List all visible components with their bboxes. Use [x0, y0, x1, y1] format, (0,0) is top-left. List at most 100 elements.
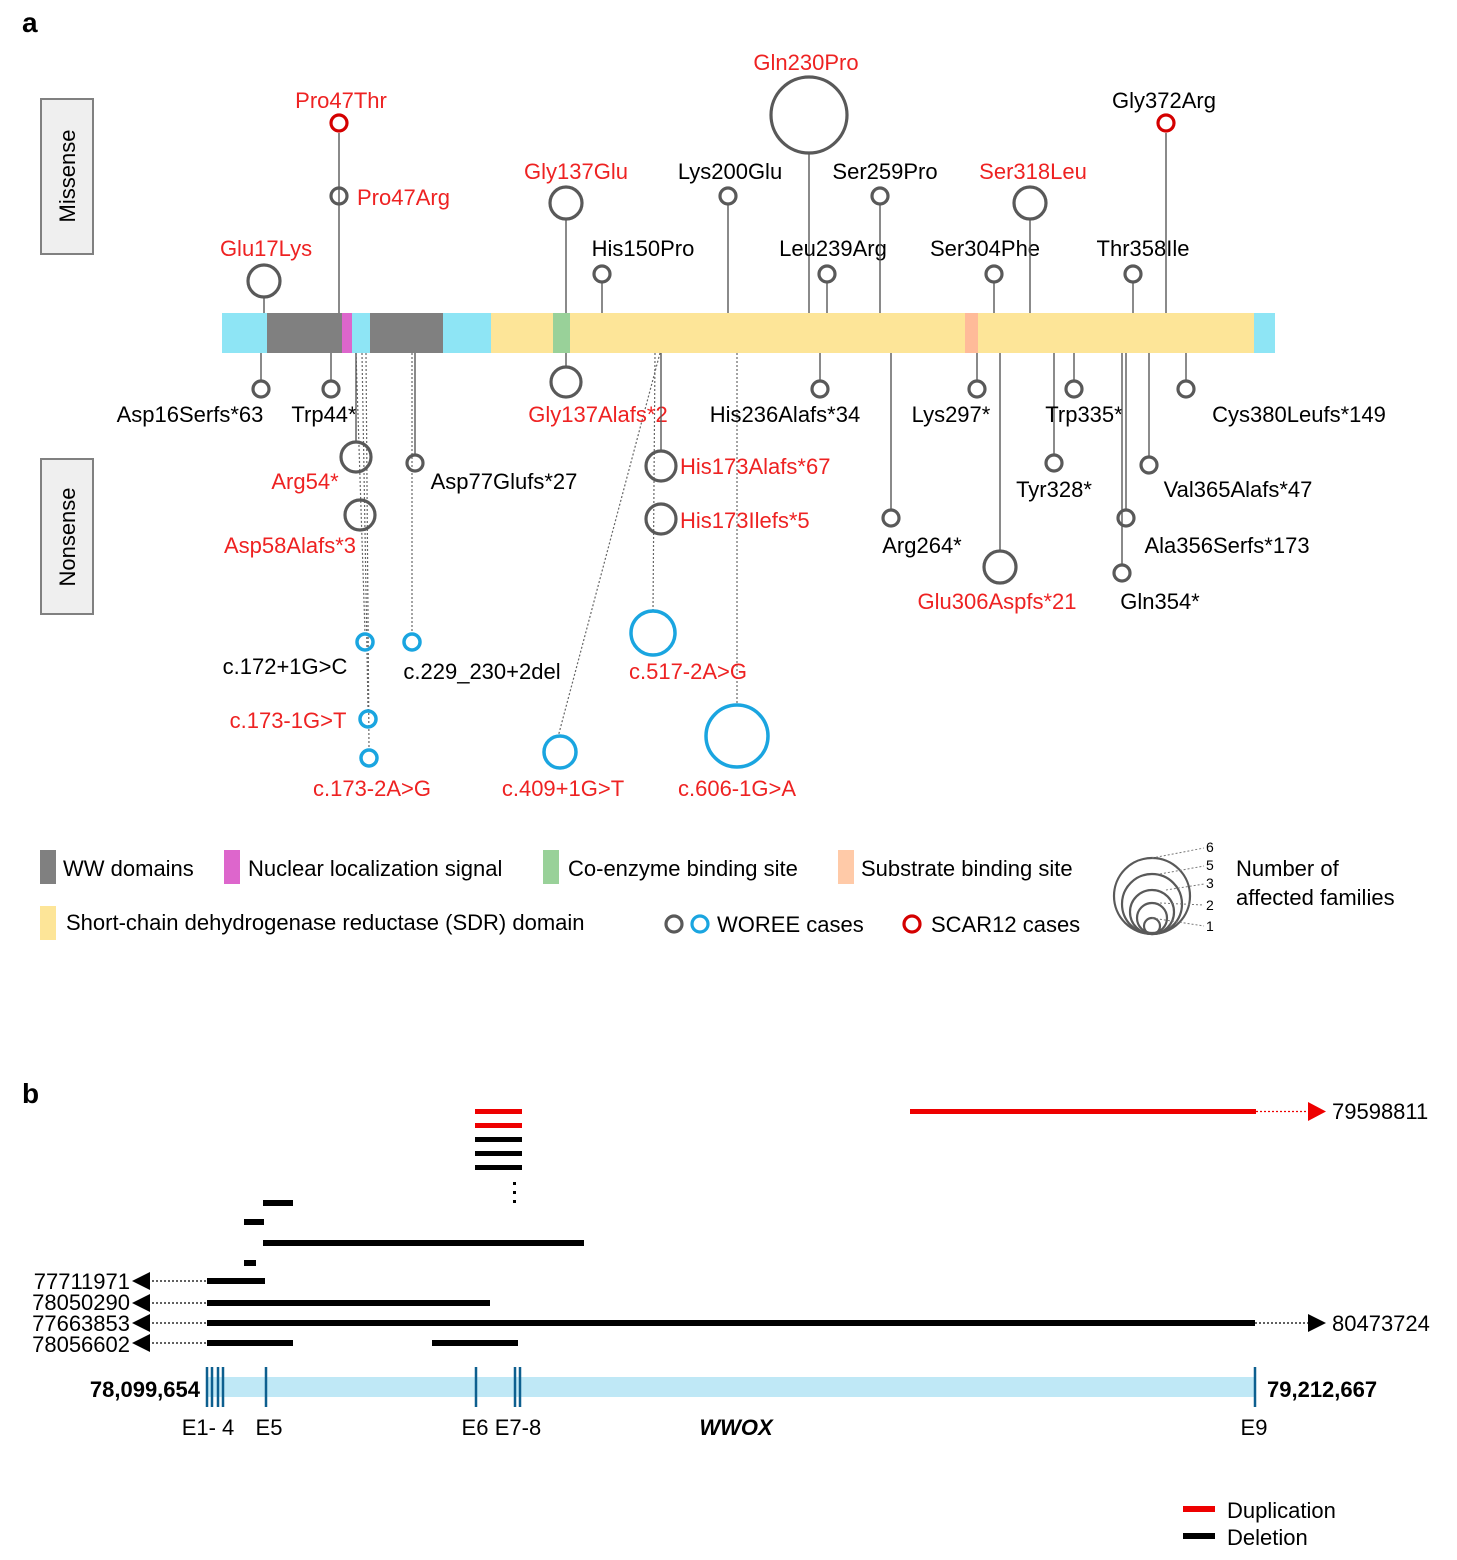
svg-text:Lys297*: Lys297* [912, 402, 991, 427]
deletion-bar [432, 1340, 518, 1346]
svg-text:Gln230Pro: Gln230Pro [753, 50, 858, 75]
left-breakpoint-3: 77663853 [32, 1311, 130, 1336]
lollipop-gln230pro: Gln230Pro [753, 50, 859, 313]
exon-label-e9: E9 [1241, 1415, 1268, 1440]
legend-label-sdr: Short-chain dehydrogenase reductase (SDR… [66, 910, 585, 935]
deletion-dot [513, 1200, 516, 1203]
deletion-dot [513, 1182, 516, 1185]
exon-marks [205, 1367, 1257, 1407]
lollipop-asp77glufs27: Asp77Glufs*27 [405, 353, 578, 494]
lollipop-trp335: Trp335* [1045, 353, 1123, 427]
svg-text:His236Alafs*34: His236Alafs*34 [710, 402, 860, 427]
lollipop-trp44: Trp44* [291, 353, 357, 427]
svg-text:Leu239Arg: Leu239Arg [779, 236, 887, 261]
splice-c173-2a-g: c.173-2A>G [313, 748, 431, 801]
lollipop-lys297: Lys297* [912, 353, 991, 427]
legend-label-coenzyme: Co-enzyme binding site [568, 856, 798, 881]
gene-end-coord: 79,212,667 [1267, 1377, 1377, 1402]
lollipop-glu17lys: Glu17Lys [220, 236, 312, 313]
svg-text:Ser318Leu: Ser318Leu [979, 159, 1087, 184]
exon-label-e7-8: E7-8 [495, 1415, 541, 1440]
svg-text:Arg54*: Arg54* [271, 469, 339, 494]
deletion-bar [244, 1260, 256, 1266]
lollipop-his173alafs67: His173Alafs*67 [644, 353, 830, 483]
size-3: 3 [1206, 875, 1214, 891]
lollipop-gln354: Gln354* [1112, 353, 1200, 614]
svg-text:Cys380Leufs*149: Cys380Leufs*149 [1212, 402, 1386, 427]
legend-label-deletion: Deletion [1227, 1525, 1308, 1550]
lollipop-gly372arg: Gly372Arg [1112, 88, 1216, 313]
lollipop-arg54: Arg54* [271, 353, 373, 494]
svg-text:Lys200Glu: Lys200Glu [678, 159, 782, 184]
deletion-bar [263, 1240, 584, 1246]
missense-lollipops: Pro47Thr Pro47Arg Glu17Lys Gly137Glu His… [220, 50, 1216, 313]
lollipop-ser259pro: Ser259Pro [832, 159, 938, 313]
coenzyme-site [553, 313, 570, 353]
legend-a: WW domains Nuclear localization signal C… [40, 839, 1395, 940]
right-breakpoint-del: 80473724 [1332, 1311, 1430, 1336]
legend-size-key: 6 5 3 2 1 [1112, 839, 1214, 936]
legend-swatch-nls [224, 850, 240, 884]
legend-woree-grey-circle [664, 914, 684, 934]
lollipop-ser318leu: Ser318Leu [979, 159, 1087, 313]
svg-text:Thr358Ile: Thr358Ile [1097, 236, 1190, 261]
exon-label-e6: E6 [462, 1415, 489, 1440]
protein-domain-bar [222, 313, 1275, 353]
svg-text:Asp77Glufs*27: Asp77Glufs*27 [431, 469, 578, 494]
lollipop-thr358ile: Thr358Ile [1097, 236, 1190, 313]
legend-label-woree: WOREE cases [717, 912, 864, 937]
panel-a: a Missense Nonsense [22, 7, 1395, 940]
svg-text:Glu17Lys: Glu17Lys [220, 236, 312, 261]
svg-text:Tyr328*: Tyr328* [1016, 477, 1092, 502]
missense-label: Missense [55, 130, 80, 223]
splice-c229-230del: c.229_230+2del [402, 632, 561, 684]
missense-box: Missense [40, 98, 94, 255]
substrate-site [965, 313, 978, 353]
legend-scar12-circle [902, 914, 922, 934]
deletion-bar [475, 1137, 522, 1142]
svg-text:His173Alafs*67: His173Alafs*67 [680, 454, 830, 479]
splice-c173-1g-t: c.173-1G>T [230, 708, 378, 733]
svg-text:c.517-2A>G: c.517-2A>G [629, 659, 747, 684]
svg-text:Gly137Glu: Gly137Glu [524, 159, 628, 184]
svg-text:Arg264*: Arg264* [882, 533, 962, 558]
svg-text:His173Ilefs*5: His173Ilefs*5 [680, 508, 810, 533]
deletion-bar [207, 1340, 293, 1346]
lollipop-gly137glu: Gly137Glu [524, 159, 628, 313]
splice-c606-1g-a: c.606-1G>A [678, 703, 796, 801]
legend-label-nls: Nuclear localization signal [248, 856, 502, 881]
size-6: 6 [1206, 839, 1214, 855]
nonsense-box: Nonsense [40, 458, 94, 615]
legend-label-duplication: Duplication [1227, 1498, 1336, 1523]
legend-swatch-deletion [1183, 1533, 1215, 1539]
left-arrow [132, 1334, 150, 1352]
ww-domain-1 [267, 313, 342, 353]
svg-text:Trp44*: Trp44* [291, 402, 357, 427]
lollipop-val365alafs47: Val365Alafs*47 [1139, 353, 1312, 502]
svg-text:Trp335*: Trp335* [1045, 402, 1123, 427]
deletion-bar [475, 1151, 522, 1156]
gene-body [206, 1377, 1256, 1397]
gene-start-coord: 78,099,654 [90, 1377, 201, 1402]
right-breakpoint-dup: 79598811 [1332, 1099, 1428, 1124]
deletion-bar [207, 1300, 490, 1306]
left-breakpoint-1: 77711971 [34, 1269, 130, 1294]
svg-text:c.172+1G>C: c.172+1G>C [223, 654, 348, 679]
panel-b: b 79598811 [22, 1078, 1430, 1550]
left-arrow [132, 1294, 150, 1312]
legend-size-title-2: affected families [1236, 885, 1395, 910]
lollipop-asp16serfs63: Asp16Serfs*63 [117, 353, 271, 427]
panel-a-label: a [22, 7, 38, 38]
duplication-arrow [1308, 1102, 1326, 1121]
svg-text:c.173-2A>G: c.173-2A>G [313, 776, 431, 801]
svg-text:Asp16Serfs*63: Asp16Serfs*63 [117, 402, 264, 427]
svg-text:c.409+1G>T: c.409+1G>T [502, 776, 624, 801]
legend-label-ww: WW domains [63, 856, 194, 881]
size-5: 5 [1206, 857, 1214, 873]
svg-text:His150Pro: His150Pro [592, 236, 695, 261]
lollipop-cys380leufs149: Cys380Leufs*149 [1176, 353, 1386, 427]
deletion-bar [475, 1165, 522, 1170]
left-arrow [132, 1314, 150, 1332]
legend-label-scar12: SCAR12 cases [931, 912, 1080, 937]
